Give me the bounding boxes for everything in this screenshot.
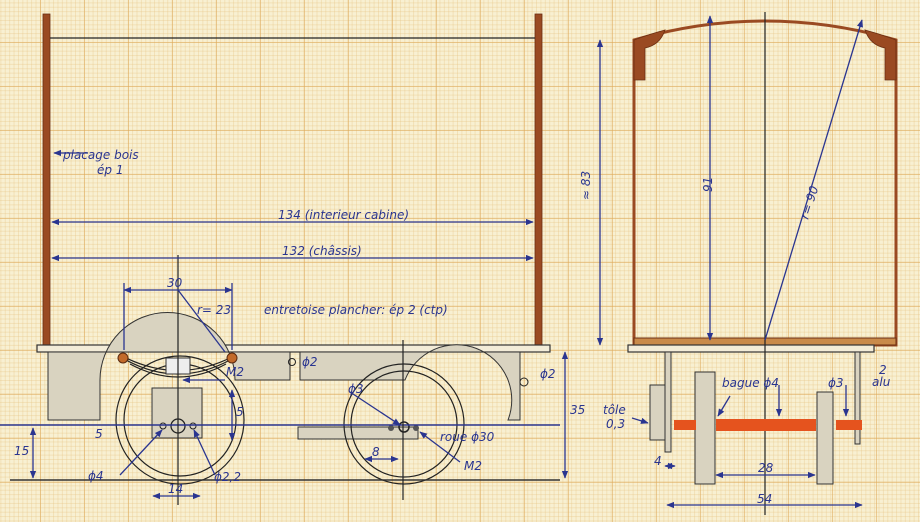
radius-spring-label: r= 23	[197, 303, 231, 317]
alu-label: alu	[872, 375, 891, 389]
cabin-corner	[864, 29, 897, 81]
hole	[519, 377, 529, 387]
roue-label: roue ϕ30	[440, 430, 495, 444]
radius-line	[177, 289, 226, 353]
leader	[717, 395, 731, 417]
dim-28-label: 28	[758, 461, 774, 475]
dim-83-label: ≈ 83	[579, 171, 593, 200]
radius-90-label: r= 90	[798, 184, 822, 221]
axle-hole	[398, 421, 410, 433]
dim-interior-label: 134 (interieur cabine)	[278, 208, 409, 222]
tole-label: tôle	[603, 403, 626, 417]
axle-box	[649, 384, 666, 441]
leader	[193, 429, 216, 476]
dim-label: 14	[168, 482, 183, 496]
phi4-label: ϕ4	[88, 469, 104, 483]
bolt-hole	[189, 422, 197, 430]
left-wheel	[115, 355, 245, 485]
lower-bar	[297, 426, 419, 440]
side-plate-alu	[854, 351, 861, 445]
dim-4-label: 4	[654, 454, 662, 468]
wheel-left	[694, 371, 716, 485]
bague-label: bague ϕ4	[722, 376, 779, 390]
axle-end	[836, 420, 862, 430]
hole-label: ϕ2	[302, 355, 318, 369]
hole	[288, 358, 296, 366]
tole-ep-label: 0,3	[606, 417, 625, 431]
phi22-label: ϕ2,2	[214, 470, 241, 484]
dim-chassis-label: 132 (châssis)	[282, 244, 362, 258]
bolt	[388, 425, 394, 431]
label-entretoise: entretoise plancher: ép 2 (ctp)	[264, 303, 448, 317]
leader	[419, 431, 461, 463]
dim-spring-label: 30	[167, 276, 183, 290]
bolt	[413, 425, 419, 431]
dim-label: 15	[14, 444, 29, 458]
right-post	[534, 13, 543, 347]
leader	[349, 391, 401, 426]
label-placage: placage bois	[62, 148, 139, 162]
leader	[119, 429, 163, 476]
m2-label: M2	[464, 459, 482, 473]
dim-label: 5	[236, 405, 244, 419]
hole-label: ϕ2	[540, 367, 556, 381]
alu-thickness-label: 2	[879, 363, 887, 377]
side-plate	[664, 351, 672, 453]
front-view: ≈ 83 91 r= 90 bague ϕ4 ϕ3 2 alu tôle 0,3…	[579, 12, 898, 515]
axle	[674, 420, 696, 430]
dim-label: 8	[372, 445, 380, 459]
label-placage-ep: ép 1	[97, 163, 123, 177]
side-view: placage bois ép 1 134 (interieur cabine)…	[0, 13, 585, 505]
right-wheel-inner	[350, 370, 458, 478]
bolt-hole	[159, 422, 167, 430]
cabin-corner	[633, 29, 666, 81]
dim-54-label: 54	[757, 492, 772, 506]
leader	[631, 417, 649, 424]
phi3-label: ϕ3	[828, 376, 844, 390]
left-post	[42, 13, 51, 347]
right-wheel	[343, 363, 465, 485]
m2-label: M2	[226, 365, 244, 379]
frame-body	[47, 312, 521, 421]
spring-pin	[117, 352, 129, 364]
dim-label: 5	[95, 427, 103, 441]
wheel-right	[816, 391, 834, 485]
chassis-bar	[627, 344, 875, 353]
axle-bague	[716, 419, 816, 431]
spring-pin	[226, 352, 238, 364]
phi3-label: ϕ3	[348, 382, 364, 396]
dim-label: 35	[570, 403, 585, 417]
dim-91-label: 91	[701, 177, 715, 192]
radius-line	[764, 19, 863, 341]
